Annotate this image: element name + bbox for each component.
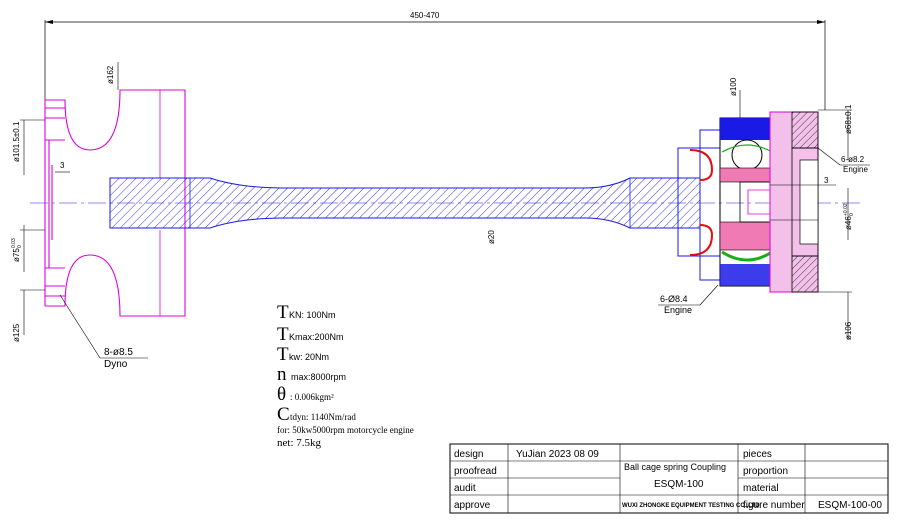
gap-left-label: 3 (60, 161, 65, 170)
nmax-symbol: n (277, 364, 287, 385)
pieces-label: pieces (743, 449, 772, 460)
audit-label: audit (454, 483, 476, 494)
ball-cage-joint (677, 111, 819, 293)
d68-label: ø68±0.1 (844, 104, 853, 134)
theta-text: : 0.006kgm² (290, 392, 334, 402)
tkmax-text: Kmax:200Nm (289, 332, 344, 342)
dyno-label: Dyno (104, 359, 128, 370)
tkw-symbol: T (277, 344, 289, 365)
figure-number-label: figure number (743, 500, 805, 511)
d125-label: ø125 (12, 323, 21, 342)
overall-length-label: 450-470 (410, 11, 440, 20)
theta-symbol: θ (277, 384, 286, 405)
engine-holes-bottom-label: 6-Ø8.4 (660, 294, 688, 304)
product-name: Ball cage spring Coupling (624, 462, 726, 472)
ctdyn-symbol: C (277, 404, 290, 425)
d75-tol-upper: 0.03 (11, 238, 17, 248)
d75-tol-lower: 0 (17, 245, 23, 248)
design-label: design (454, 449, 483, 460)
d46-label-group: ø46 +0.02 0 (843, 203, 855, 230)
d46-tol-upper: +0.02 (843, 203, 849, 216)
design-value: YuJian 2023 08 09 (516, 449, 599, 460)
material-label: material (743, 483, 779, 494)
engine-label-right: Engine (843, 165, 868, 174)
tkn-symbol: T (277, 302, 289, 323)
d100-label: ø100 (729, 77, 738, 96)
d101-label: ø101.5±0.1 (12, 121, 21, 162)
dyno-holes-label: 8-ø8.5 (104, 347, 133, 358)
d106-label: ø106 (844, 321, 853, 340)
nmax-text: max:8000rpm (291, 372, 346, 382)
d75-label-group: ø75 0.03 0 (11, 238, 23, 262)
right-dimensions (658, 90, 870, 340)
approve-label: approve (454, 500, 491, 511)
overall-length-dimension: 450-470 (44, 11, 826, 120)
for-text: for: 50kw5000rpm motorcycle engine (277, 425, 414, 435)
d162-label: ø162 (106, 65, 115, 84)
tkn-text: KN: 100Nm (289, 310, 336, 320)
proofread-label: proofread (454, 466, 497, 477)
d46-tol-lower: 0 (849, 213, 855, 216)
spec-notes: T KN: 100Nm T Kmax:200Nm T kw: 20Nm n ma… (277, 302, 414, 449)
tkmax-symbol: T (277, 324, 289, 345)
product-code: ESQM-100 (654, 479, 704, 490)
company-name: WUXI ZHONGKE EQUIPMENT TESTING CO.,LTD (622, 503, 760, 509)
figure-number-value: ESQM-100-00 (818, 500, 882, 511)
net-text: net: 7.5kg (277, 437, 321, 449)
d46-label: ø46 (844, 216, 853, 230)
tkw-text: kw: 20Nm (289, 352, 329, 362)
shaft (109, 177, 701, 229)
title-block (449, 443, 889, 514)
engine-label-bottom: Engine (664, 305, 692, 315)
d75-label: ø75 (12, 248, 21, 262)
left-dimensions (20, 62, 148, 359)
d20-label: ø20 (487, 230, 496, 244)
ctdyn-text: tdyn: 1140Nm/rad (290, 412, 356, 422)
engine-holes-right-label: 6-ø8.2 (841, 155, 865, 164)
proportion-label: proportion (743, 466, 788, 477)
gap-right-label: 3 (824, 176, 829, 185)
